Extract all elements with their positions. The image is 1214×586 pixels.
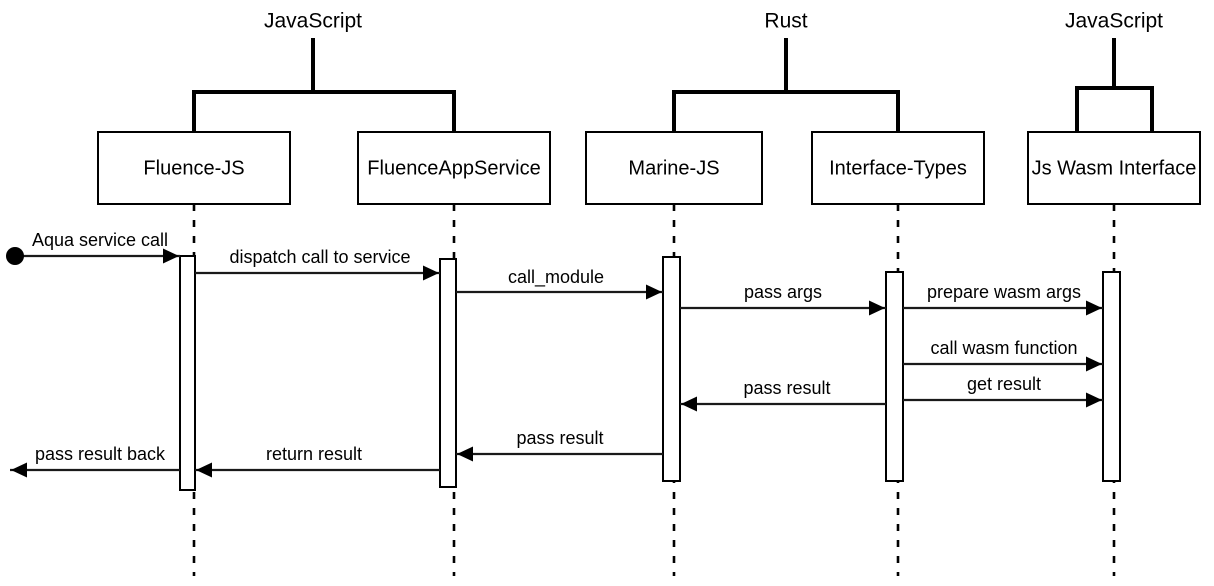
message-arrow-layer: Aqua service call dispatch call to servic… — [10, 230, 1103, 478]
arrow-head — [423, 265, 439, 281]
message-msg-call-module[interactable]: call_module — [456, 267, 663, 300]
participant-label-fluence-js: Fluence-JS — [143, 157, 244, 179]
lifeline-layer — [192, 204, 1116, 576]
message-label-msg-return-result: return result — [266, 444, 362, 464]
language-group-layer: JavaScript Rust JavaScript — [192, 10, 1163, 134]
endpoint-marker-layer — [6, 247, 24, 265]
arrow-head — [163, 248, 179, 264]
participant-layer: Fluence-JS FluenceAppService Marine-JS Inte… — [97, 131, 1201, 205]
arrow-head — [646, 284, 662, 300]
language-group-group-javascript-left: JavaScript — [192, 10, 456, 134]
group-bracket-group-rust — [672, 90, 900, 134]
arrow-head — [1086, 300, 1102, 316]
group-label-group-javascript-right: JavaScript — [1065, 10, 1163, 33]
message-msg-pass-result-to-marine[interactable]: pass result — [680, 378, 886, 412]
message-label-msg-pass-args: pass args — [744, 282, 822, 302]
message-label-msg-prepare-wasm-args: prepare wasm args — [927, 282, 1081, 302]
arrow-head — [11, 462, 27, 478]
participant-box-fluence-app-service — [357, 131, 551, 205]
participant-label-js-wasm-interface: Js Wasm Interface — [1032, 157, 1197, 179]
arrow-head — [681, 396, 697, 412]
arrow-head — [1086, 392, 1102, 408]
participant-js-wasm-interface[interactable]: Js Wasm Interface — [1027, 131, 1201, 205]
participant-interface-types[interactable]: Interface-Types — [811, 131, 985, 205]
arrow-head — [869, 300, 885, 316]
participant-marine-js[interactable]: Marine-JS — [585, 131, 763, 205]
message-msg-call-wasm-function[interactable]: call wasm function — [903, 338, 1103, 372]
group-label-group-rust: Rust — [764, 10, 807, 33]
group-label-group-javascript-left: JavaScript — [264, 10, 362, 33]
participant-fluence-app-service[interactable]: FluenceAppService — [357, 131, 551, 205]
message-msg-pass-result-to-app-service[interactable]: pass result — [456, 428, 663, 462]
message-msg-prepare-wasm-args[interactable]: prepare wasm args — [903, 282, 1103, 316]
arrow-head — [457, 446, 473, 462]
message-msg-pass-result-back[interactable]: pass result back — [10, 444, 180, 478]
activation-bar-layer — [179, 255, 1121, 491]
message-label-msg-call-wasm-function: call wasm function — [930, 338, 1077, 358]
message-label-msg-pass-result-to-marine: pass result — [743, 378, 830, 398]
activation-bar-fluence-app-service[interactable] — [439, 258, 457, 488]
group-bracket-group-javascript-left — [192, 90, 456, 134]
participant-label-interface-types: Interface-Types — [829, 157, 967, 179]
participant-box-fluence-js — [97, 131, 291, 205]
participant-label-fluence-app-service: FluenceAppService — [367, 157, 540, 179]
message-label-msg-dispatch-call-to-service: dispatch call to service — [229, 247, 410, 267]
message-label-msg-get-result: get result — [967, 374, 1041, 394]
arrow-head — [196, 462, 212, 478]
message-msg-get-result[interactable]: get result — [903, 374, 1103, 408]
start-dot-icon — [6, 247, 24, 265]
participant-fluence-js[interactable]: Fluence-JS — [97, 131, 291, 205]
participant-box-marine-js — [585, 131, 763, 205]
message-msg-return-result[interactable]: return result — [195, 444, 440, 478]
language-group-group-rust: Rust — [672, 10, 900, 134]
message-label-msg-pass-result-to-app-service: pass result — [516, 428, 603, 448]
participant-label-marine-js: Marine-JS — [628, 157, 719, 179]
message-msg-aqua-service-call[interactable]: Aqua service call — [18, 230, 180, 264]
language-group-group-javascript-right: JavaScript — [1065, 10, 1163, 134]
message-label-msg-call-module: call_module — [508, 267, 604, 288]
activation-bar-marine-js[interactable] — [662, 256, 681, 482]
activation-bar-js-wasm-interface[interactable] — [1102, 271, 1121, 482]
participant-box-interface-types — [811, 131, 985, 205]
activation-bar-fluence-js[interactable] — [179, 255, 196, 491]
arrow-head — [1086, 356, 1102, 372]
activation-bar-interface-types[interactable] — [885, 271, 904, 482]
message-msg-dispatch-call-to-service[interactable]: dispatch call to service — [195, 247, 440, 281]
participant-box-js-wasm-interface — [1027, 131, 1201, 205]
message-label-msg-pass-result-back: pass result back — [35, 444, 166, 464]
group-bracket-group-javascript-right — [1075, 86, 1154, 134]
message-label-msg-aqua-service-call: Aqua service call — [32, 230, 168, 250]
message-msg-pass-args[interactable]: pass args — [680, 282, 886, 316]
